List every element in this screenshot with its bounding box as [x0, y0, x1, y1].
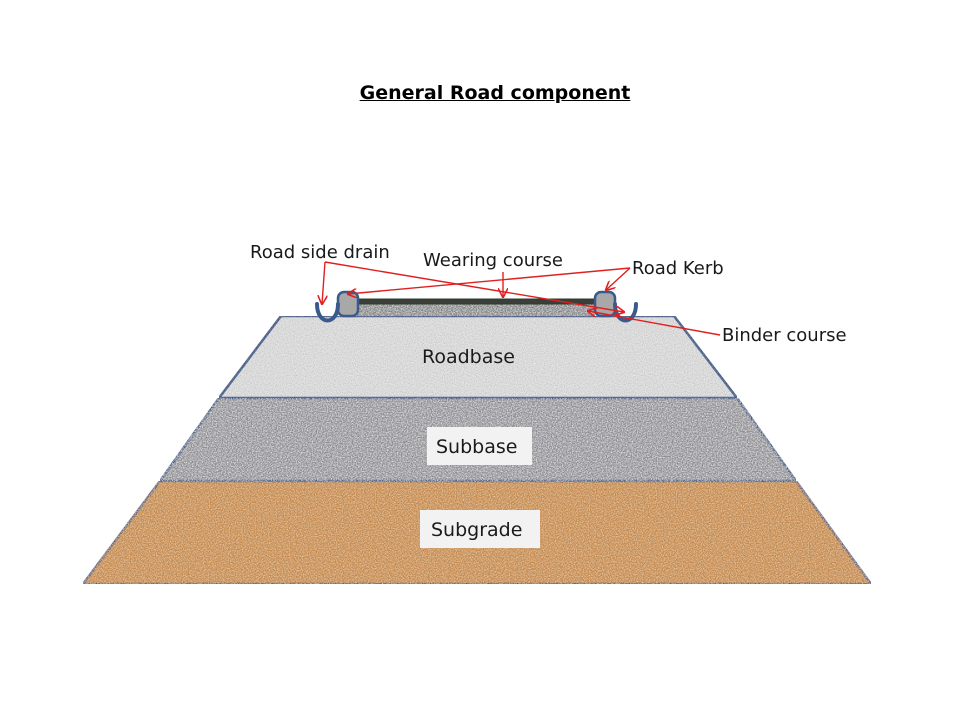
label-subgrade: Subgrade — [431, 519, 522, 541]
callout-road-kerb: Road Kerb — [632, 258, 724, 279]
pointer-kerb-right — [606, 267, 631, 290]
label-subbase-box — [427, 427, 532, 465]
label-roadbase: Roadbase — [422, 346, 515, 368]
callout-road-side-drain: Road side drain — [250, 242, 390, 263]
diagram-title: General Road component — [359, 82, 631, 104]
left-road-side-drain — [315, 302, 340, 323]
binder-course-layer — [357, 304, 595, 316]
callout-binder-course: Binder course — [722, 325, 847, 346]
pointer-binder — [588, 311, 721, 336]
pointer-drain-left — [322, 261, 325, 304]
pointer-kerb-left — [348, 267, 631, 294]
pointer-lines — [322, 261, 721, 336]
label-subbase: Subbase — [436, 436, 517, 458]
left-road-kerb — [336, 290, 360, 318]
callout-wearing-course: Wearing course — [423, 250, 563, 271]
pointer-drain-right — [324, 261, 624, 312]
label-subgrade-box — [420, 510, 540, 548]
